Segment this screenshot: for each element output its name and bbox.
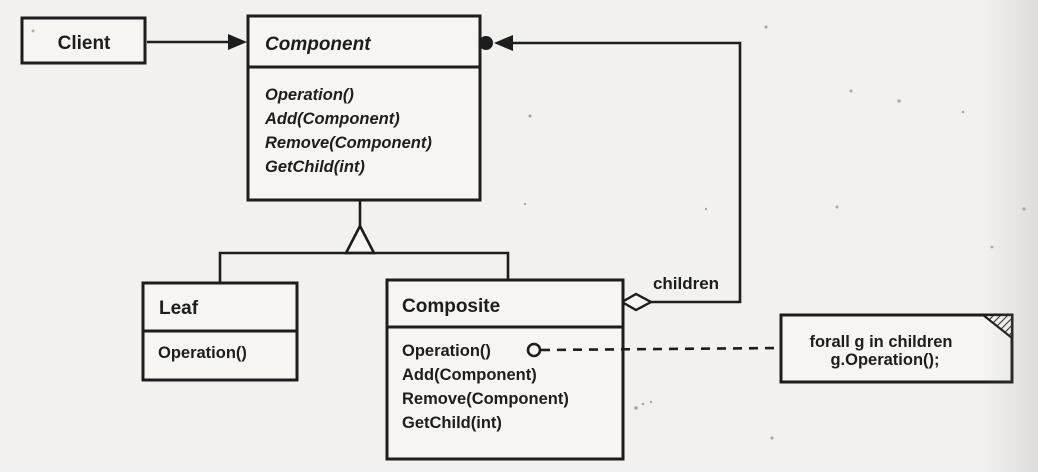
leaf-class-name: Leaf xyxy=(159,298,199,319)
inheritance-triangle-icon xyxy=(343,223,377,255)
inheritance-branch-line xyxy=(218,251,510,283)
client-class-name: Client xyxy=(58,33,111,54)
client-class-box xyxy=(20,16,147,65)
component-method-operation: Operation() xyxy=(265,86,354,104)
component-method-add: Add(Component) xyxy=(264,110,400,128)
component-class-name: Component xyxy=(265,34,371,55)
composite-class-name: Composite xyxy=(402,296,500,317)
arrowhead-icon xyxy=(494,35,513,51)
scan-noise-specks xyxy=(31,25,1026,440)
component-class-box xyxy=(246,14,482,202)
note-text-line1: forall g in children xyxy=(809,333,952,351)
children-aggregation-line xyxy=(513,41,742,304)
note-box xyxy=(779,313,1014,384)
note-anchor-circle-icon xyxy=(526,342,542,358)
aggregation-diamond-icon xyxy=(619,292,654,312)
component-method-remove: Remove(Component) xyxy=(265,134,432,152)
composite-method-getchild: GetChild(int) xyxy=(402,414,502,432)
composite-class-box xyxy=(385,278,625,461)
children-relation-label: children xyxy=(653,274,719,293)
note-dashed-connector xyxy=(540,346,782,352)
multiplicity-ball-icon xyxy=(479,36,493,50)
composite-method-remove: Remove(Component) xyxy=(402,390,569,408)
composite-method-add: Add(Component) xyxy=(402,366,537,384)
component-method-getchild: GetChild(int) xyxy=(265,158,365,176)
note-dog-ear-icon xyxy=(979,313,1014,341)
composite-method-operation: Operation() xyxy=(402,342,491,360)
leaf-method-operation: Operation() xyxy=(158,344,247,362)
arrowhead-icon xyxy=(228,34,247,50)
note-text-line2: g.Operation(); xyxy=(830,351,939,369)
